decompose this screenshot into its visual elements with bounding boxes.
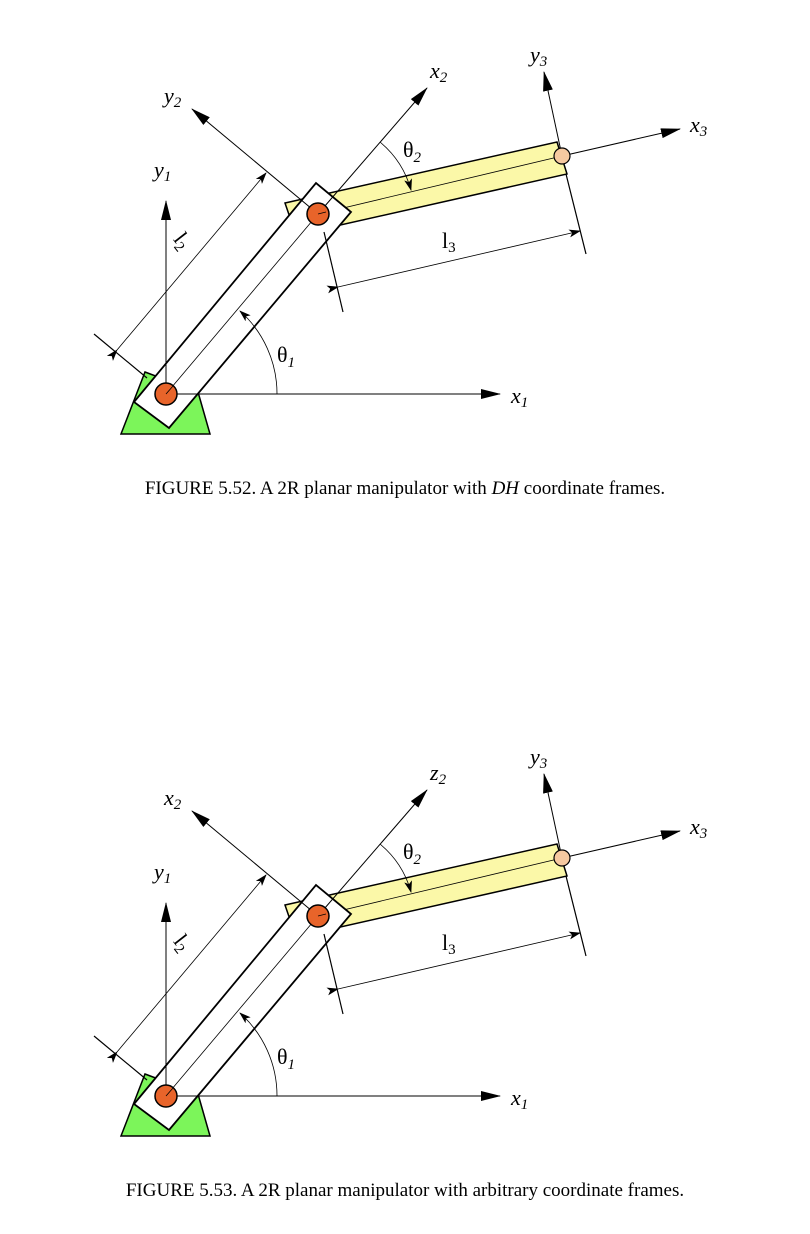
l3-extension-line-left xyxy=(323,933,344,1015)
figure-caption: FIGURE 5.52. A 2R planar manipulator wit… xyxy=(144,478,666,499)
label-theta1: θ1 xyxy=(277,342,295,371)
l3-dimension-line xyxy=(326,229,581,294)
label-theta1: θ1 xyxy=(277,1044,295,1073)
label-x3: x3 xyxy=(689,814,707,842)
end-effector-joint xyxy=(553,147,571,165)
z2-axis xyxy=(317,789,428,917)
label-x2: x2 xyxy=(163,785,182,813)
l3-dimension-line xyxy=(326,931,581,996)
label-y1: y1 xyxy=(152,157,171,185)
label-x2: x2 xyxy=(429,58,448,86)
x3-axis xyxy=(561,128,681,157)
joint-2 xyxy=(306,904,330,928)
x2-axis xyxy=(191,810,319,917)
joint-1 xyxy=(154,382,178,406)
l3-extension-line-right xyxy=(565,173,587,255)
end-effector-joint xyxy=(553,849,571,867)
theta1-arc xyxy=(239,1012,278,1097)
y2-axis xyxy=(191,108,319,215)
figure-caption: FIGURE 5.53. A 2R planar manipulator wit… xyxy=(125,1180,685,1201)
link-2-centerline xyxy=(165,213,319,395)
manipulator-diagram: x1 y1 z2 x2 x3 y3 θ1 θ2 l2 l3 xyxy=(93,744,707,1137)
link-3-centerline xyxy=(317,857,563,917)
label-y1: y1 xyxy=(152,859,171,887)
manipulator-diagram: x1 y1 x2 y2 x3 y3 θ1 θ2 l2 l3 xyxy=(93,42,707,435)
l2-extension-line xyxy=(93,1035,148,1081)
label-theta2: θ2 xyxy=(403,839,422,868)
joint-2 xyxy=(306,202,330,226)
label-y3: y3 xyxy=(528,744,547,772)
l2-extension-line xyxy=(93,333,148,379)
joint-1 xyxy=(154,1084,178,1108)
figure-5-53: x1 y1 z2 x2 x3 y3 θ1 θ2 l2 l3 FIGURE 5.5… xyxy=(0,702,810,1234)
theta1-arc xyxy=(239,310,278,395)
label-l2: l2 xyxy=(166,929,196,957)
link-2-centerline xyxy=(165,915,319,1097)
label-l2: l2 xyxy=(166,227,196,255)
label-x3: x3 xyxy=(689,112,707,140)
x2-axis xyxy=(317,87,428,215)
theta2-arc xyxy=(379,141,412,191)
label-x1: x1 xyxy=(510,1085,528,1113)
label-theta2: θ2 xyxy=(403,137,422,166)
l2-dimension-line xyxy=(106,874,267,1063)
label-l3: l3 xyxy=(442,930,456,958)
y3-axis xyxy=(543,773,563,859)
theta2-arc xyxy=(379,843,412,893)
l3-extension-line-right xyxy=(565,875,587,957)
label-x1: x1 xyxy=(510,383,528,411)
figure-5-52: x1 y1 x2 y2 x3 y3 θ1 θ2 l2 l3 FIGURE 5.5… xyxy=(0,0,810,530)
label-z2: z2 xyxy=(429,760,447,788)
l2-dimension-line xyxy=(106,172,267,361)
label-l3: l3 xyxy=(442,228,456,256)
link-3-centerline xyxy=(317,155,563,215)
label-y3: y3 xyxy=(528,42,547,70)
label-y2: y2 xyxy=(162,83,182,111)
l3-extension-line-left xyxy=(323,231,344,313)
y3-axis xyxy=(543,71,563,157)
x3-axis xyxy=(561,830,681,859)
